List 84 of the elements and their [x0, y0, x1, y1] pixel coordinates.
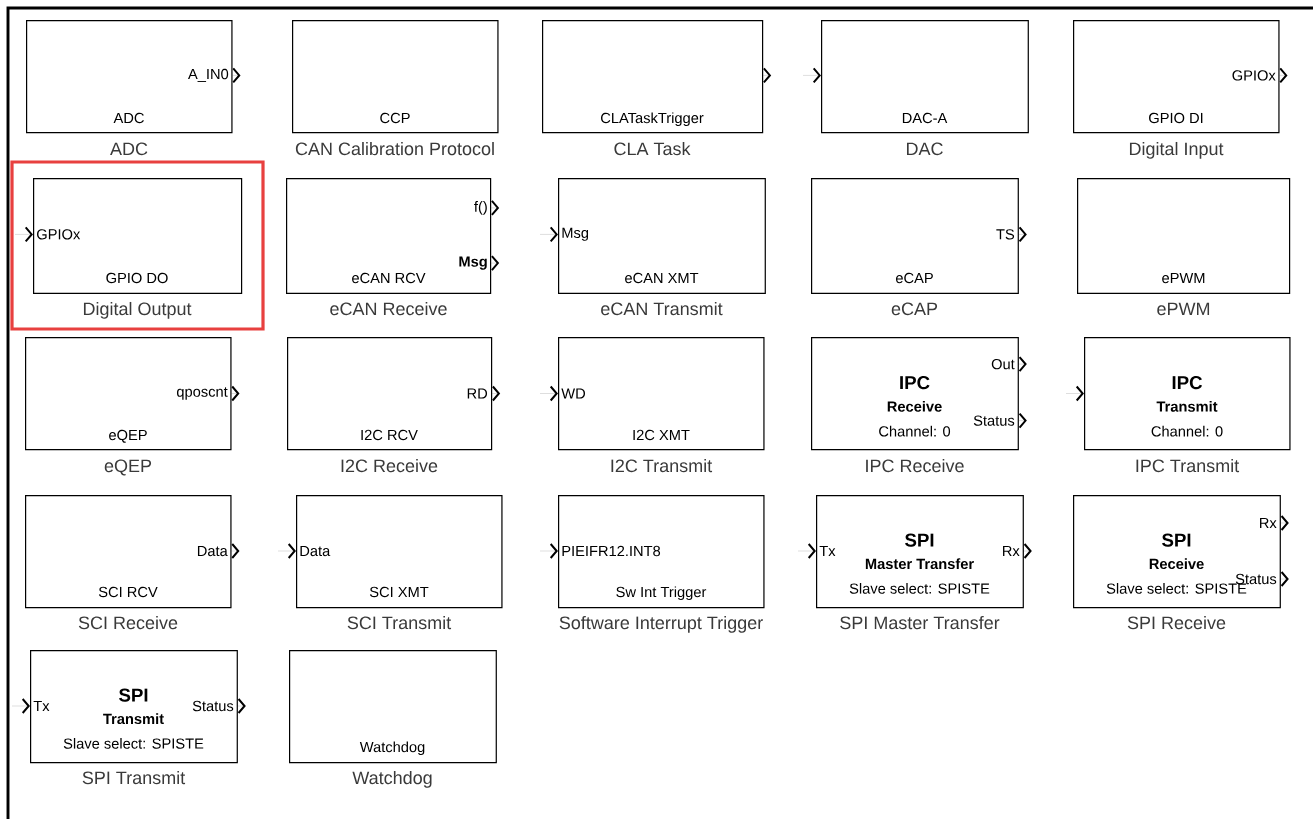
- port-label: Status: [1235, 573, 1277, 585]
- block-caption: CAN Calibration Protocol: [295, 141, 494, 156]
- port-label: Status: [192, 700, 234, 712]
- port-label: qposcnt: [177, 387, 228, 400]
- port-label: A_IN0: [188, 68, 229, 82]
- block-name: GPIO DI: [1149, 112, 1203, 124]
- port-arrow: [1065, 385, 1084, 402]
- port-label: Data: [300, 545, 331, 557]
- port-label: TS: [996, 229, 1015, 240]
- port-label: Data: [197, 545, 228, 557]
- port-label: Tx: [819, 546, 836, 557]
- block-name: SCI XMT: [369, 586, 429, 598]
- port-label: Tx: [33, 701, 50, 712]
- port-label: f(): [474, 201, 487, 215]
- block-parameter: Channel: 0: [879, 425, 951, 437]
- block-name: GPIO DO: [106, 272, 168, 284]
- block-title: SPI: [905, 533, 934, 547]
- block-caption: SPI Transmit: [82, 770, 186, 785]
- block-subtitle: Receive: [887, 401, 942, 412]
- block-caption: SCI Transmit: [347, 615, 452, 630]
- block-caption: Digital Output: [83, 301, 192, 319]
- block-name: Sw Int Trigger: [616, 586, 707, 601]
- block-caption: Watchdog: [352, 770, 432, 788]
- port-label: Rx: [1003, 546, 1020, 557]
- block-subtitle: Master Transfer: [865, 558, 974, 570]
- block-title: SPI: [119, 688, 148, 702]
- port-label: Out: [991, 358, 1015, 370]
- block-caption: ePWM: [1157, 302, 1210, 316]
- block-parameter: Channel: 0: [1151, 425, 1223, 437]
- block-caption: IPC Receive: [866, 458, 964, 473]
- block-name: eCAN RCV: [352, 272, 426, 284]
- block-caption: I2C Receive: [341, 458, 438, 473]
- block-caption: Digital Input: [1129, 141, 1224, 159]
- block-parameter: Slave select: SPISTE: [63, 738, 204, 749]
- block-name: I2C XMT: [633, 429, 690, 441]
- block-caption: eCAN Transmit: [601, 301, 723, 316]
- block-caption: SCI Receive: [78, 615, 178, 630]
- block-caption: CLA Task: [614, 141, 691, 156]
- block-name: I2C RCV: [361, 429, 418, 441]
- port-label: PIEIFR12.INT8: [562, 545, 661, 557]
- block-name: CCP: [380, 112, 410, 124]
- port-arrow: [802, 67, 821, 84]
- block-name: ePWM: [1162, 272, 1205, 284]
- port-label: Rx: [1260, 517, 1277, 529]
- port-arrow: [277, 543, 296, 559]
- block-subtitle: Transmit: [1156, 401, 1218, 412]
- port-arrow: [14, 226, 33, 243]
- port-arrow: [539, 226, 558, 243]
- port-label: GPIOx: [1232, 70, 1276, 81]
- port-label: Status: [973, 415, 1015, 426]
- port-arrow: [539, 543, 558, 559]
- port-label: Msg: [459, 256, 487, 270]
- port-arrow: [539, 385, 558, 402]
- block-name: DAC-A: [902, 112, 948, 124]
- block-subtitle: Receive: [1149, 558, 1204, 570]
- block-name: CLATaskTrigger: [601, 112, 704, 127]
- port-label: WD: [561, 388, 585, 399]
- block-name: SCI RCV: [98, 586, 158, 598]
- block-caption: I2C Transmit: [611, 458, 713, 473]
- block-name: Watchdog: [359, 741, 425, 756]
- block-caption: DAC: [907, 142, 943, 156]
- block-name: ADC: [113, 112, 144, 124]
- block-caption: eCAN Receive: [330, 301, 447, 316]
- block-name: eCAN XMT: [625, 272, 699, 284]
- block-caption: IPC Transmit: [1136, 458, 1240, 473]
- block-caption: eCAP: [891, 302, 938, 316]
- port-label: Msg: [562, 227, 589, 241]
- port-arrow: [11, 698, 30, 714]
- block-title: IPC: [900, 375, 930, 390]
- port-arrow: [797, 543, 816, 559]
- port-label: GPIOx: [37, 229, 81, 240]
- block-title: IPC: [1172, 375, 1203, 390]
- block-title: SPI: [1162, 533, 1191, 547]
- block-name: eCAP: [896, 272, 933, 284]
- block-parameter: Slave select: SPISTE: [1106, 583, 1247, 594]
- block-caption: ADC: [110, 142, 148, 156]
- block-caption: SPI Receive: [1127, 615, 1226, 630]
- block-caption: eQEP: [104, 459, 152, 476]
- block-parameter: Slave select: SPISTE: [849, 583, 990, 594]
- block-caption: SPI Master Transfer: [840, 616, 1000, 630]
- block-name: eQEP: [109, 429, 147, 443]
- block-caption: Software Interrupt Trigger: [559, 615, 763, 633]
- block-subtitle: Transmit: [103, 713, 164, 725]
- port-label: RD: [467, 388, 488, 399]
